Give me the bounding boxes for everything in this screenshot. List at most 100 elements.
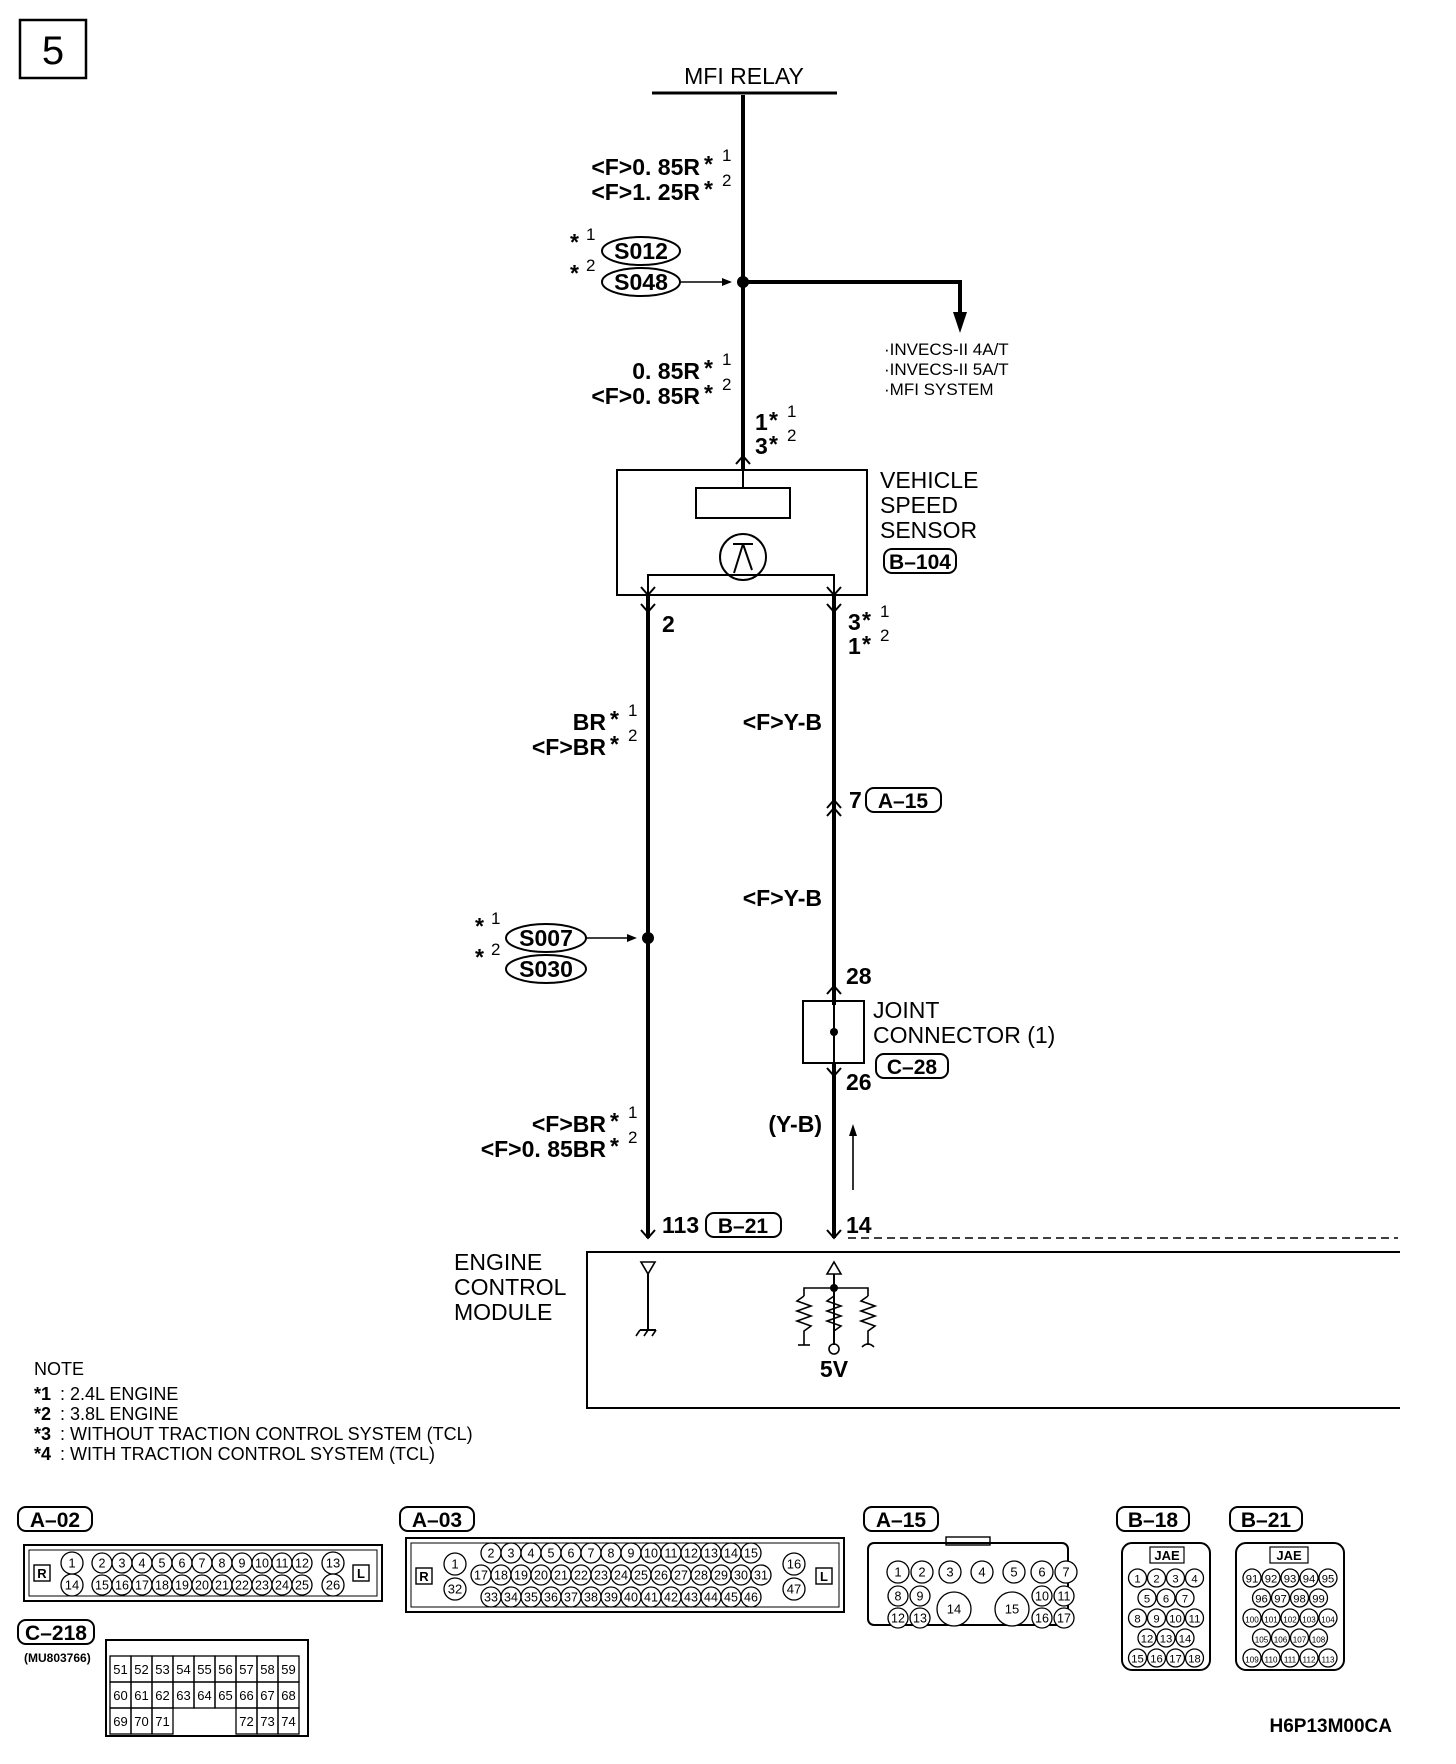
b18-tag: B–18 [1128, 1509, 1179, 1532]
c218-cell [277, 1707, 300, 1735]
mark-star-5a: * [769, 407, 778, 433]
a15-pin-label: 3 [946, 1565, 953, 1580]
sensor-right-out-arrow [826, 603, 842, 614]
b18-pin [1137, 1588, 1157, 1608]
c218-tag-box [17, 1619, 95, 1645]
mark-star-s007: * [475, 913, 484, 939]
b21-pin-label: 104 [1321, 1616, 1335, 1625]
wire-label-ecm-sig: (Y-B) [768, 1111, 822, 1137]
a15-pin-label: 5 [1010, 1565, 1017, 1580]
a03-pin-label: 14 [724, 1547, 738, 1561]
a15-pin [909, 1607, 931, 1629]
mark-star-12a: * [862, 631, 871, 657]
ecm-sig-pin-arrow [826, 1229, 842, 1240]
ecm-gnd-symbol-4 [651, 1329, 657, 1337]
a02-pin-label: 11 [276, 1557, 289, 1571]
mark-star-1a: * [704, 151, 713, 177]
a03-right-key [815, 1567, 833, 1585]
b18-pin [1127, 1648, 1148, 1668]
splice-s030: S030 [519, 956, 573, 982]
c218-cell-label: 74 [281, 1714, 295, 1729]
a15-pin-arrow-1 [826, 798, 842, 809]
mark-num-s030: 2 [491, 940, 500, 959]
b18-pin-label: 14 [1179, 1634, 1192, 1646]
a03-pin-label: 9 [628, 1547, 635, 1561]
a02-left-label: R [37, 1566, 47, 1581]
a02-pin-label: 21 [215, 1579, 229, 1593]
a15-pin-label: 15 [1005, 1602, 1019, 1617]
b21-pin-label: 102 [1283, 1616, 1297, 1625]
a15-pin-label: 9 [917, 1590, 924, 1604]
b21-pin-label: 108 [1312, 1636, 1326, 1645]
mark-num-s007: 1 [491, 909, 500, 928]
a03-pin-label: 11 [665, 1547, 678, 1561]
b21-pin-label: 95 [1322, 1574, 1335, 1586]
a03-pin-label: 35 [524, 1591, 538, 1605]
a02-pin [321, 1573, 345, 1597]
a15-pin [1031, 1607, 1053, 1629]
ecm-pin-sig: 14 [846, 1212, 872, 1238]
branch-line-1: ·INVECS-II 4A/T [884, 340, 1009, 359]
b21-pin [1299, 1608, 1319, 1628]
a03-pin-label: 34 [504, 1591, 518, 1605]
a15-pin-label: 8 [895, 1590, 902, 1604]
mark-star-s048: * [570, 260, 579, 286]
b21-tag: B–21 [1241, 1509, 1292, 1532]
note-text-4: : WITH TRACTION CONTROL SYSTEM (TCL) [60, 1444, 435, 1464]
c218-cell-label: 72 [239, 1714, 253, 1729]
a02-pin-label: 17 [135, 1579, 149, 1593]
a15-pin-label: 13 [913, 1612, 927, 1626]
a02-pin-label: 5 [159, 1557, 166, 1571]
b21-pin-label: 106 [1274, 1636, 1288, 1645]
note-text-2: : 3.8L ENGINE [60, 1404, 178, 1424]
sensor-internal-bus [647, 574, 835, 595]
a02-tag-box [17, 1506, 93, 1532]
a15-pin-label: 2 [918, 1565, 925, 1580]
a15-pin: 7 [849, 787, 862, 813]
a15-connector: A–15 [878, 790, 929, 813]
branch-arrow [953, 312, 967, 333]
b21-pin-label: 105 [1255, 1636, 1269, 1645]
a02-right-key [352, 1564, 370, 1582]
b21-pin [1261, 1648, 1281, 1668]
b18-pin [1175, 1628, 1195, 1648]
a03-pin [750, 1564, 772, 1586]
b21-pin-label: 110 [1265, 1656, 1278, 1665]
a03-pin-label: 31 [754, 1569, 768, 1583]
b21-tag-box [1229, 1506, 1303, 1532]
ecm-voltage: 5V [820, 1356, 849, 1382]
b21-pin [1251, 1628, 1272, 1648]
b21-pin [1299, 1568, 1319, 1588]
a03-inner [410, 1542, 840, 1608]
b18-pin-label: 9 [1153, 1614, 1159, 1626]
b21-pin-label: 113 [1322, 1656, 1335, 1665]
b18-pin-label: 5 [1144, 1594, 1150, 1606]
a15-pin-label: 7 [1062, 1565, 1069, 1580]
splice-s007: S007 [519, 925, 573, 951]
mark-num-2a: 2 [722, 171, 731, 190]
joint-connector-tag-box [875, 1053, 949, 1079]
b18-jae: JAE [1154, 1548, 1180, 1563]
mark-num-3a: 1 [722, 350, 731, 369]
b18-jae-box [1149, 1546, 1185, 1564]
b21-pin-label: 103 [1302, 1616, 1316, 1625]
joint-connector: C–28 [887, 1056, 938, 1079]
ecm-name-2: CONTROL [454, 1274, 567, 1300]
b21-pin [1261, 1568, 1281, 1588]
mark-num-8a: 2 [628, 726, 637, 745]
mark-num-12a: 2 [880, 626, 889, 645]
b18-pin-label: 18 [1188, 1654, 1201, 1666]
c218-body [105, 1639, 309, 1737]
b18-pin [1156, 1628, 1176, 1648]
note-text-1: : 2.4L ENGINE [60, 1384, 178, 1404]
ecm-name-1: ENGINE [454, 1249, 542, 1275]
note-mark-4: *4 [34, 1444, 51, 1464]
a02-pin-label: 2 [99, 1557, 106, 1571]
b21-pin-label: 91 [1246, 1574, 1259, 1586]
a15-pin [1031, 1585, 1053, 1607]
c218-cell-label: 55 [197, 1662, 211, 1677]
a03-pin-label: 27 [674, 1569, 688, 1583]
a03-pin-label: 16 [787, 1557, 801, 1572]
a03-pin [443, 1577, 467, 1601]
ecm-res-left-lead [803, 1287, 834, 1296]
